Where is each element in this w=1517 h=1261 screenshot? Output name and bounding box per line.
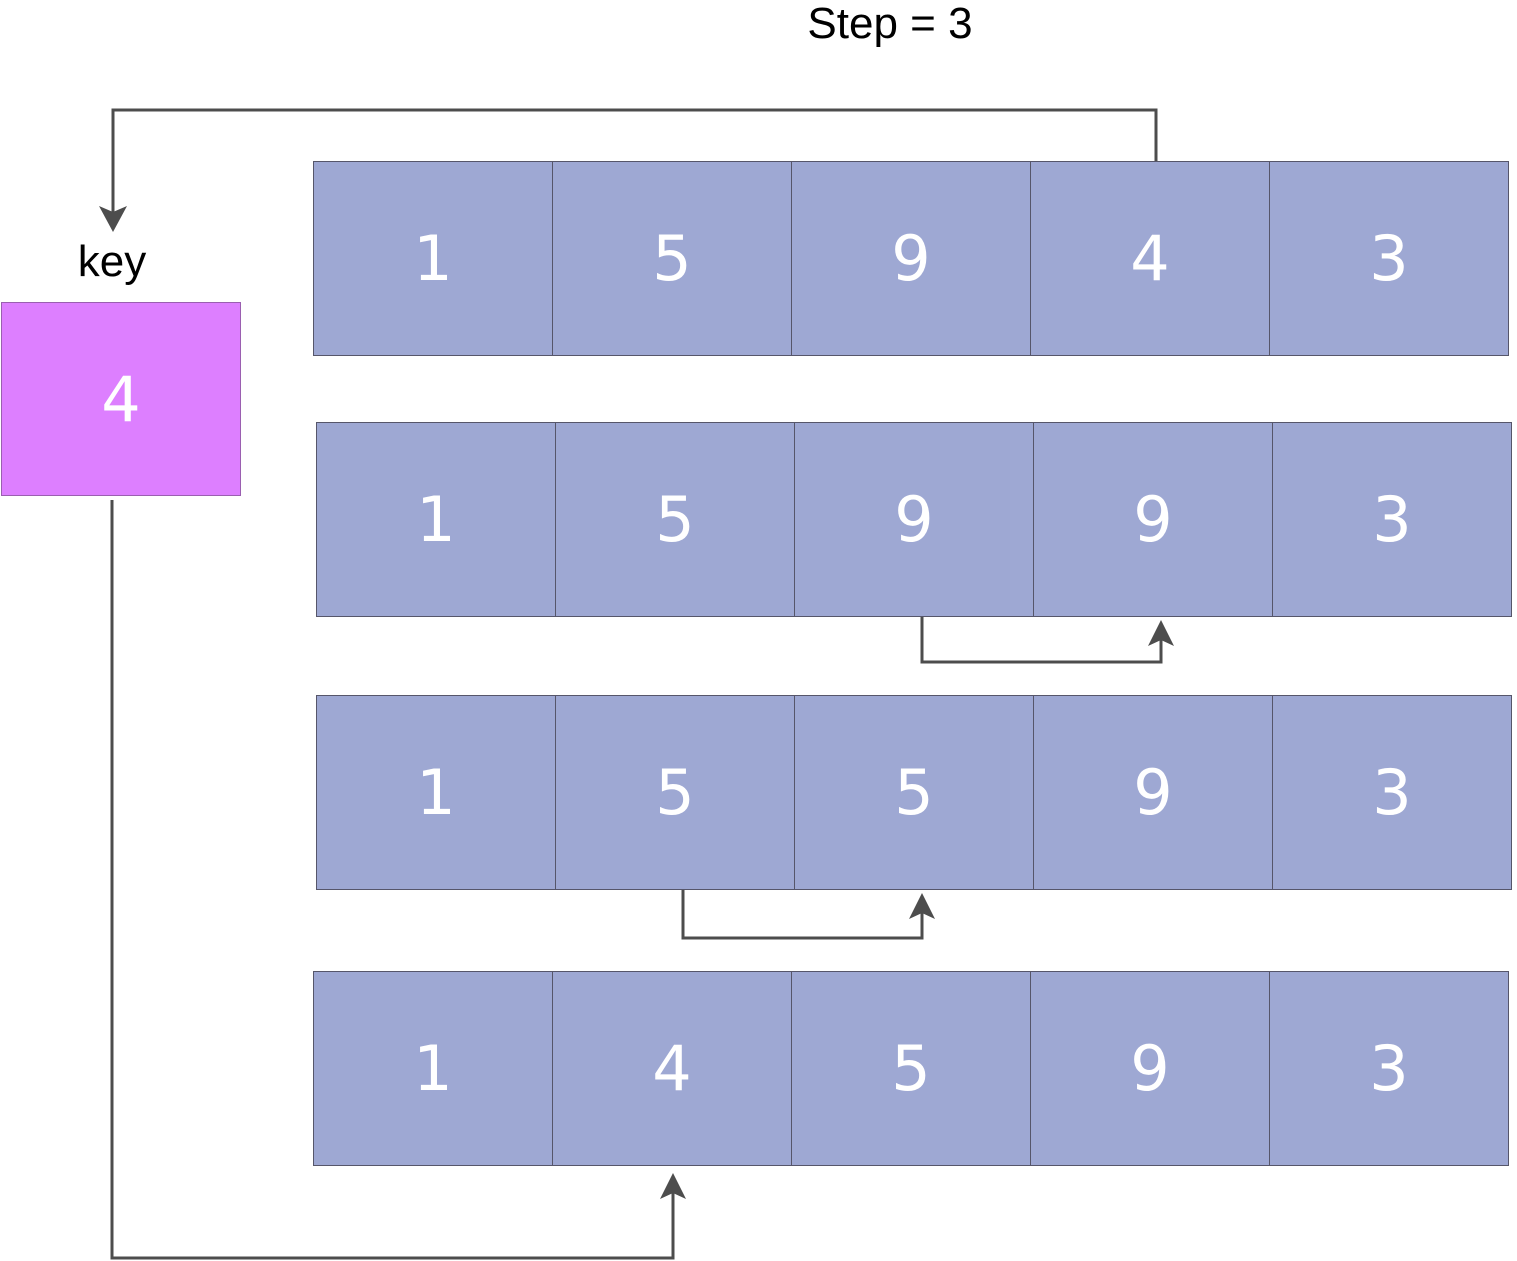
array-cell: 3: [1272, 422, 1512, 617]
array-cell: 9: [1030, 971, 1270, 1166]
arrowhead-up-icon: [909, 893, 935, 919]
key-box: 4: [1, 302, 241, 496]
arrowhead-down-icon: [99, 206, 127, 232]
array-cell: 4: [552, 971, 792, 1166]
array-cell: 4: [1030, 161, 1270, 356]
array-cell: 1: [316, 422, 556, 617]
array-cell: 3: [1269, 971, 1509, 1166]
arrow-shift-row-2: [920, 617, 1163, 664]
array-cell: 5: [794, 695, 1034, 890]
array-row-step-3: 1 5 5 9 3: [316, 695, 1512, 890]
array-cell: 9: [791, 161, 1031, 356]
array-cell: 5: [555, 695, 795, 890]
array-cell: 5: [552, 161, 792, 356]
arrowhead-up-icon: [1148, 620, 1174, 646]
array-row-step-2: 1 5 9 9 3: [316, 422, 1512, 617]
array-cell: 9: [1033, 695, 1273, 890]
key-label: key: [77, 237, 147, 286]
array-cell: 9: [794, 422, 1034, 617]
array-cell: 1: [313, 161, 553, 356]
array-cell: 1: [316, 695, 556, 890]
array-cell: 9: [1033, 422, 1273, 617]
array-cell: 5: [791, 971, 1031, 1166]
array-cell: 5: [555, 422, 795, 617]
step-title: Step = 3: [807, 0, 973, 48]
arrow-shift-row-3: [681, 890, 924, 940]
array-cell: 3: [1269, 161, 1509, 356]
array-cell: 1: [313, 971, 553, 1166]
array-row-step-1: 1 5 9 4 3: [313, 161, 1509, 356]
array-row-step-4: 1 4 5 9 3: [313, 971, 1509, 1166]
array-cell: 3: [1272, 695, 1512, 890]
arrowhead-up-icon: [660, 1173, 686, 1199]
